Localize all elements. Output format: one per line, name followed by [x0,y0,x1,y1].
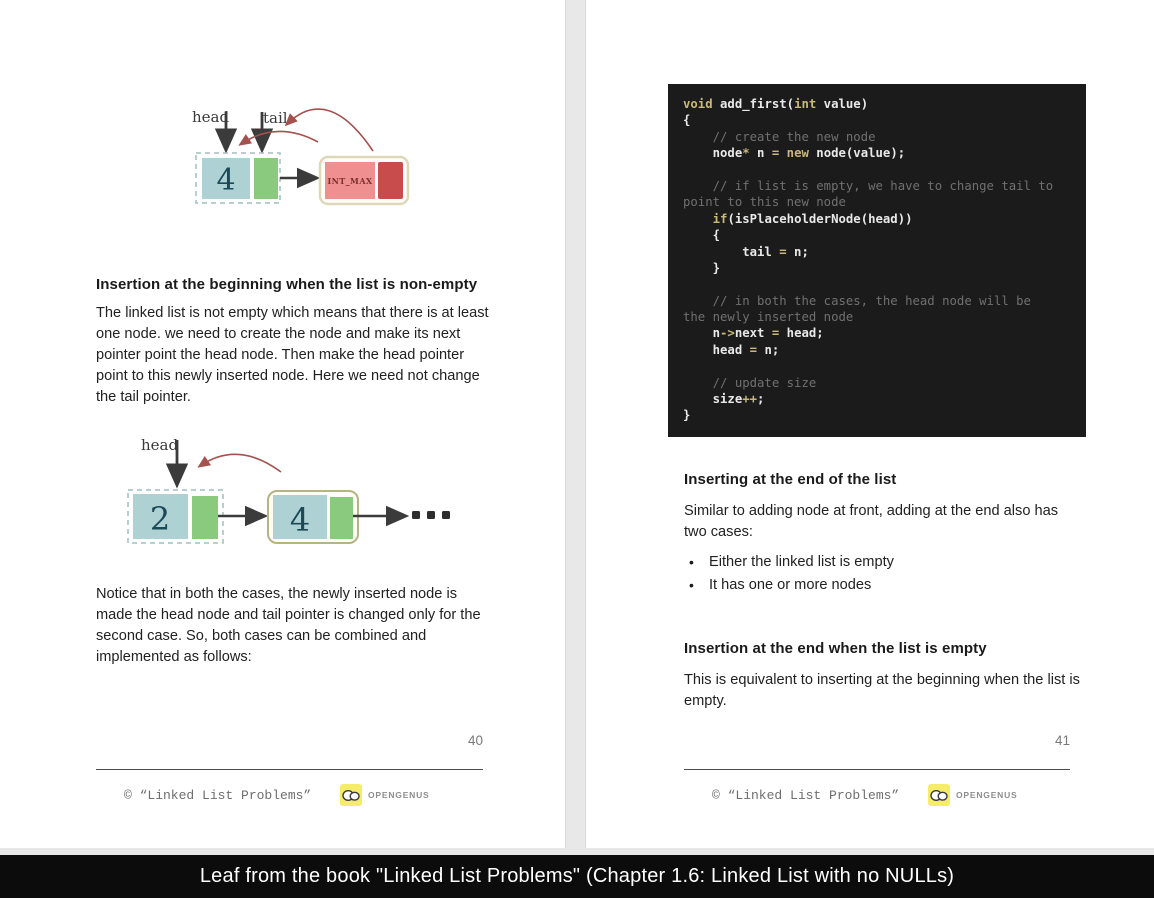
tail-pointer-label: tail [263,109,288,127]
footer-right: © “Linked List Problems” OPENGENUS [684,782,1070,812]
bullet-text: Either the linked list is empty [709,554,894,570]
page-right: void add_first(int value){ // create the… [585,0,1154,848]
node-next-box [254,158,278,199]
footer-left: © “Linked List Problems” OPENGENUS [96,782,483,812]
section-heading-insert-end-empty: Insertion at the end when the list is em… [684,640,987,657]
page-left: head tail 4 INT_MAX [0,0,566,848]
opengenus-logo-icon [340,784,362,806]
opengenus-logo-text: OPENGENUS [368,790,430,800]
node2-next-box [192,496,218,539]
page-number-right: 41 [1054,733,1070,748]
caption-text: Leaf from the book "Linked List Problems… [199,865,955,887]
opengenus-logo-icon [928,784,950,806]
paragraph-insert-end-empty: This is equivalent to inserting at the b… [684,672,1080,709]
int-max-label: INT_MAX [327,176,372,186]
tail-curve-arrow-outer [284,108,374,152]
node4-value-box [273,495,327,539]
bullet-icon: • [689,554,694,570]
code-block: void add_first(int value){ // create the… [668,84,1086,437]
opengenus-logo-right: OPENGENUS [928,784,1018,806]
bullet-text: It has one or more nodes [709,577,872,593]
footer-copyright-right: © “Linked List Problems” [712,788,900,803]
footer-copyright-left: © “Linked List Problems” [124,788,312,803]
section-heading-insert-begin-nonempty: Insertion at the beginning when the list… [96,276,478,293]
placeholder-value-box [325,162,375,199]
node-value: 4 [216,163,235,198]
paragraph-insert-end-intro: Similar to adding node at front, adding … [684,503,1059,540]
diagram-two-node-list: head 2 4 [118,430,463,550]
caption-bar: Leaf from the book "Linked List Problems… [0,855,1154,898]
paragraph-insert-begin-nonempty: The linked list is not empty which means… [96,305,489,405]
opengenus-logo-left: OPENGENUS [340,784,430,806]
node2-value: 2 [150,500,170,538]
node2-value-box [133,494,188,539]
paragraph-both-cases-combined: Notice that in both the cases, the newly… [96,586,481,665]
head-pointer-label: head [141,436,178,454]
diagram-head-tail-intmax: head tail 4 INT_MAX [135,96,425,214]
footer-rule-right [684,769,1070,770]
bullet-item-one-or-more: • It has one or more nodes [684,577,1084,599]
bullet-item-list-empty: • Either the linked list is empty [684,554,1084,576]
opengenus-logo-text: OPENGENUS [956,790,1018,800]
placeholder-next-box [378,162,403,199]
node4-next-box [330,497,353,539]
bullet-icon: • [689,577,694,593]
node4-value: 4 [290,501,310,539]
footer-rule-left [96,769,483,770]
page-number-left: 40 [467,733,483,748]
new-head-curve-arrow [197,453,282,473]
ellipsis-dots [412,511,450,519]
section-heading-insert-end: Inserting at the end of the list [684,471,897,488]
tail-curve-arrow-inner [238,130,319,146]
node-value-box [202,158,250,199]
head-pointer-label: head [192,108,229,126]
